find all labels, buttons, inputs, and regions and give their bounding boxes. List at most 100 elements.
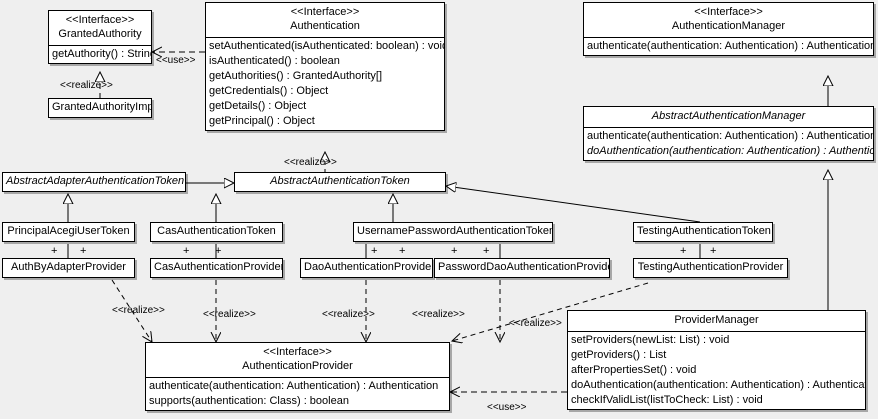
class-testing-authentication-provider[interactable]: TestingAuthenticationProvider [633, 258, 788, 278]
stereotype-label: <<Interface>> [65, 14, 135, 26]
class-header: UsernamePasswordAuthenticationToken [354, 223, 552, 241]
class-name: PasswordDaoAuthenticationProvider [438, 261, 610, 273]
multiplicity-upat-dao-left: + [371, 245, 378, 257]
class-name: PrincipalAcegiUserToken [7, 225, 130, 237]
edge-label-realize-testing-authentication-provider: <<realize>> [509, 318, 562, 329]
class-member: getProviders() : List [571, 349, 667, 361]
class-member: doAuthentication(authentication: Authent… [587, 145, 873, 157]
class-password-dao-authentication-provider[interactable]: PasswordDaoAuthenticationProvider [434, 258, 610, 278]
edge-label-realize-dao-authentication-provider: <<realize>> [322, 309, 375, 320]
class-auth-by-adapter-provider[interactable]: AuthByAdapterProvider [2, 258, 135, 278]
class-header: TestingAuthenticationProvider [634, 259, 787, 277]
class-member: isAuthenticated() : boolean [209, 55, 340, 67]
class-name: ProviderManager [674, 314, 759, 326]
multiplicity-testing-token-left: + [680, 245, 687, 257]
class-authentication-manager[interactable]: <<Interface>> AuthenticationManager auth… [583, 2, 874, 56]
class-header: AbstractAuthenticationManager [584, 107, 873, 128]
class-member: setProviders(newList: List) : void [571, 334, 730, 346]
class-header: ProviderManager [568, 311, 865, 332]
class-member: getAuthorities() : GrantedAuthority[] [209, 70, 383, 82]
class-cas-authentication-provider[interactable]: CasAuthenticationProvider [150, 258, 283, 278]
class-name: AbstractAdapterAuthenticationToken [6, 175, 185, 187]
class-member: getAuthority() : String [52, 48, 151, 60]
class-name: GrantedAuthority [58, 28, 142, 40]
class-member: getCredentials() : Object [209, 85, 329, 97]
multiplicity-cas-token-right: + [215, 245, 222, 257]
class-name: AuthenticationManager [671, 20, 786, 32]
class-name: AuthenticationProvider [242, 360, 353, 372]
multiplicity-testing-token-right: + [710, 245, 717, 257]
class-header: <<Interface>> Authentication [206, 3, 444, 38]
class-member: getPrincipal() : Object [209, 115, 315, 127]
class-cas-authentication-token[interactable]: CasAuthenticationToken [150, 222, 283, 242]
multiplicity-cas-token-left: + [183, 245, 190, 257]
class-header: CasAuthenticationProvider [151, 259, 282, 277]
class-header: <<Interface>> GrantedAuthority [49, 11, 151, 46]
class-name: DaoAuthenticationProvider [304, 261, 433, 273]
class-members: setAuthenticated(isAuthenticated: boolea… [206, 38, 444, 130]
class-granted-authority[interactable]: <<Interface>> GrantedAuthority getAuthor… [48, 10, 152, 64]
class-member: authenticate(authentication: Authenticat… [587, 40, 873, 52]
class-name: TestingAuthenticationProvider [637, 261, 784, 273]
class-header: PasswordDaoAuthenticationProvider [435, 259, 609, 277]
class-header: AuthByAdapterProvider [3, 259, 134, 277]
class-testing-authentication-token[interactable]: TestingAuthenticationToken [633, 222, 773, 242]
class-member: authenticate(authentication: Authenticat… [587, 130, 873, 142]
class-member: setAuthenticated(isAuthenticated: boolea… [209, 40, 444, 52]
class-member: getDetails() : Object [209, 100, 307, 112]
edge-label-use-authentication-granted-authority: <<use>> [156, 55, 196, 66]
class-member: authenticate(authentication: Authenticat… [149, 380, 439, 392]
edge-label-realize-authentication: <<realize>> [284, 157, 337, 168]
class-header: <<Interface>> AuthenticationProvider [146, 343, 449, 378]
class-members: authenticate(authentication: Authenticat… [584, 128, 873, 160]
class-name: CasAuthenticationToken [157, 225, 276, 237]
class-member: supports(authentication: Class) : boolea… [149, 395, 349, 407]
class-member: checkIfValidList(listToCheck: List) : vo… [571, 394, 763, 406]
edge-label-realize-password-dao-authentication-provider: <<realize>> [412, 309, 465, 320]
class-abstract-authentication-manager[interactable]: AbstractAuthenticationManager authentica… [583, 106, 874, 161]
class-provider-manager[interactable]: ProviderManager setProviders(newList: Li… [567, 310, 866, 410]
class-name: GrantedAuthorityImpl [52, 101, 152, 113]
class-dao-authentication-provider[interactable]: DaoAuthenticationProvider [300, 258, 433, 278]
class-members: authenticate(authentication: Authenticat… [584, 38, 873, 55]
multiplicity-upat-dao-right: + [399, 245, 406, 257]
class-member: doAuthentication(authentication: Authent… [571, 379, 865, 391]
edge-label-realize-cas-authentication-provider: <<realize>> [203, 309, 256, 320]
class-abstract-adapter-authentication-token[interactable]: AbstractAdapterAuthenticationToken [2, 172, 186, 192]
class-name: AbstractAuthenticationManager [651, 110, 806, 122]
class-header: DaoAuthenticationProvider [301, 259, 432, 277]
edge-label-realize-granted-authority-impl: <<realize>> [60, 80, 113, 91]
class-header: PrincipalAcegiUserToken [3, 223, 134, 241]
class-abstract-authentication-token[interactable]: AbstractAuthenticationToken [234, 172, 446, 192]
class-name: UsernamePasswordAuthenticationToken [357, 225, 553, 237]
multiplicity-upat-passworddao-left: + [451, 245, 458, 257]
class-username-password-authentication-token[interactable]: UsernamePasswordAuthenticationToken [353, 222, 553, 242]
class-principal-acegi-user-token[interactable]: PrincipalAcegiUserToken [2, 222, 135, 242]
multiplicity-principal-acegi-left: + [51, 245, 58, 257]
class-header: TestingAuthenticationToken [634, 223, 772, 241]
class-name: Authentication [290, 20, 360, 32]
edge-label-realize-auth-by-adapter-provider: <<realize>> [112, 305, 165, 316]
class-members: setProviders(newList: List) : void getPr… [568, 332, 865, 409]
stereotype-label: <<Interface>> [290, 6, 360, 18]
class-authentication[interactable]: <<Interface>> Authentication setAuthenti… [205, 2, 445, 131]
class-header: AbstractAuthenticationToken [235, 173, 445, 191]
edge-label-use-provider-manager: <<use>> [487, 402, 527, 413]
class-members: getAuthority() : String [49, 46, 151, 63]
class-name: CasAuthenticationProvider [154, 261, 283, 273]
class-name: AbstractAuthenticationToken [270, 175, 410, 187]
class-name: TestingAuthenticationToken [637, 225, 771, 237]
multiplicity-principal-acegi-right: + [80, 245, 87, 257]
class-granted-authority-impl[interactable]: GrantedAuthorityImpl [48, 98, 152, 118]
class-header: <<Interface>> AuthenticationManager [584, 3, 873, 38]
class-header: GrantedAuthorityImpl [49, 99, 151, 117]
stereotype-label: <<Interface>> [694, 6, 763, 18]
class-header: CasAuthenticationToken [151, 223, 282, 241]
multiplicity-upat-passworddao-right: + [483, 245, 490, 257]
class-header: AbstractAdapterAuthenticationToken [3, 173, 185, 191]
class-authentication-provider[interactable]: <<Interface>> AuthenticationProvider aut… [145, 342, 450, 411]
class-members: authenticate(authentication: Authenticat… [146, 378, 449, 410]
class-name: AuthByAdapterProvider [11, 261, 126, 273]
class-member: afterPropertiesSet() : void [571, 364, 697, 376]
